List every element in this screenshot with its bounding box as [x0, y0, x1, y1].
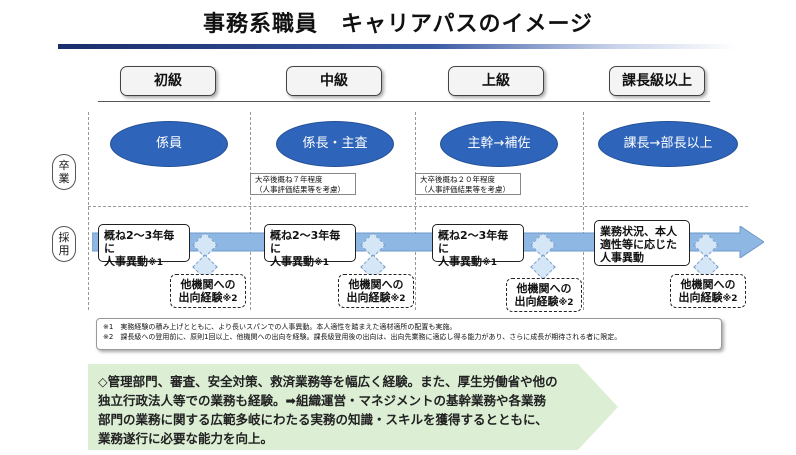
stage-separator [88, 112, 89, 310]
footnote-1: ※1 実務経験の積み上げとともに、より長いスパンでの人事異動。本人適性を踏まえた… [103, 323, 457, 331]
secondment-box: 他機関への 出向経験※2 [670, 274, 746, 308]
role-ellipse: 係長・主査 [276, 121, 394, 167]
title-underline [58, 44, 738, 49]
stage-separator [583, 112, 584, 310]
note-senior-level: 大卒後概ね２０年程度（人事評価結果等を考慮） [415, 173, 521, 195]
role-ellipse: 主幹→補佐 [440, 121, 558, 167]
row-label-hiring: 採用 [52, 226, 76, 262]
transfer-box: 概ね2～3年毎に 人事異動※1 [264, 224, 356, 268]
secondment-box: 他機関への 出向経験※2 [338, 274, 414, 308]
summary-line: ◇管理部門、審査、安全対策、救済業務等を幅広く経験。また、厚生労働省や他の [98, 374, 558, 389]
level-senior: 上級 [448, 66, 544, 96]
transfer-box: 概ね2～3年毎に 人事異動※1 [432, 224, 524, 268]
level-junior: 初級 [120, 66, 216, 96]
row-label-graduation: 卒業 [52, 154, 76, 190]
summary-line: 独立行政法人等での業務も経験。➡組織運営・マネジメントの基幹業務や各業務 [98, 393, 546, 408]
secondment-marker [530, 254, 556, 280]
summary: ◇管理部門、審査、安全対策、救済業務等を幅広く経験。また、厚生労働省や他の 独立… [88, 364, 618, 450]
stage-separator [415, 112, 416, 310]
level-middle: 中級 [286, 66, 382, 96]
summary-line: 部門の業務に関する広範多岐にわたる実務の知識・スキルを獲得するとともに、 [98, 412, 548, 427]
secondment-box: 他機関への 出向経験※2 [506, 278, 582, 312]
role-ellipse: 課長→部長以上 [598, 121, 738, 167]
transfer-box: 概ね2～3年毎に 人事異動※1 [98, 224, 190, 268]
role-ellipse: 係員 [110, 121, 228, 167]
footnote-2: ※2 課長級への登用前に、原則1回以上、他機関への出向を経験。課長級登用後の出向… [103, 333, 622, 341]
page-title: 事務系職員 キャリアパスのイメージ [202, 12, 594, 37]
level-divider [98, 101, 710, 102]
summary-shape [88, 364, 618, 450]
transfer-box: 業務状況、本人 適性等に応じた 人事異動 [594, 220, 690, 266]
stage-separator [250, 112, 251, 310]
note-mid-level: 大卒後概ね７年程度（人事評価結果等を考慮） [250, 173, 356, 195]
footnotes: ※1 実務経験の積み上げとともに、より長いスパンでの人事異動。本人適性を踏まえた… [96, 318, 722, 350]
level-manager: 課長級以上 [609, 66, 705, 96]
summary-line: 業務遂行に必要な能力を向上。 [98, 431, 274, 446]
secondment-box: 他機関への 出向経験※2 [170, 274, 246, 308]
row-separator [88, 206, 748, 207]
